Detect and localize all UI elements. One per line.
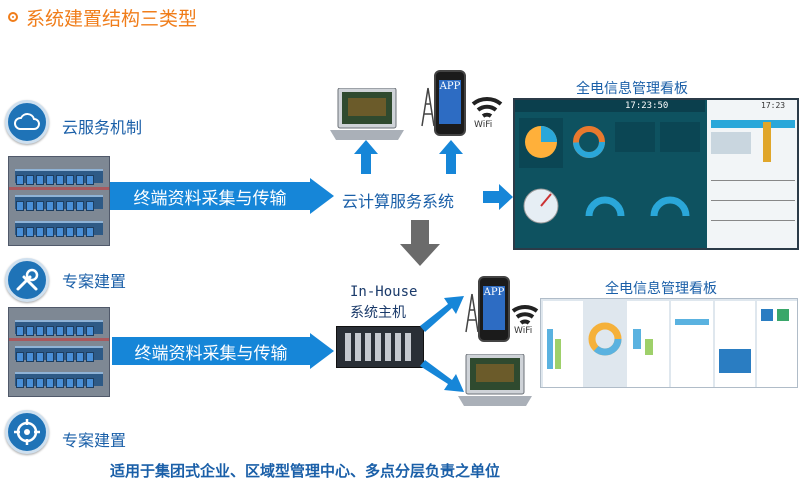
antenna-icon-2 bbox=[465, 293, 479, 333]
tools-icon bbox=[5, 258, 49, 302]
down-arrow bbox=[400, 220, 440, 266]
footer-text: 适用于集团式企业、区域型管理中心、多点分层负责之单位 bbox=[110, 462, 501, 480]
target-icon bbox=[5, 410, 49, 454]
section-title-text: 系统建置结构三类型 bbox=[26, 7, 198, 30]
laptop-icon-2 bbox=[458, 354, 532, 406]
phone-icon-2: APP bbox=[478, 276, 510, 342]
type-label-project-1: 专案建置 bbox=[62, 272, 127, 291]
type-label-project-2: 专案建置 bbox=[62, 431, 127, 450]
up-arrow-laptop bbox=[354, 140, 378, 174]
collect-label-1: 终端资料采集与传输 bbox=[133, 188, 287, 209]
electrical-panel-photo-2 bbox=[8, 307, 110, 397]
host-label-zh: 系统主机 bbox=[350, 305, 406, 321]
arrow-host-to-phone bbox=[420, 296, 464, 332]
wifi-label: WiFi bbox=[474, 120, 493, 130]
collect-arrow-1 bbox=[110, 178, 334, 214]
app-screen-2: APP bbox=[483, 286, 505, 330]
phone-icon: APP bbox=[434, 70, 466, 136]
arrow-host-to-laptop bbox=[420, 360, 464, 392]
bullet-icon bbox=[8, 12, 18, 22]
dashboard-clock-2: 17:23 bbox=[761, 101, 786, 110]
dashboard-title-1: 全电信息管理看板 bbox=[576, 81, 688, 97]
dashboard-title-2: 全电信息管理看板 bbox=[605, 281, 717, 297]
app-screen: APP bbox=[439, 80, 461, 124]
type-label-cloud: 云服务机制 bbox=[62, 118, 143, 137]
dashboard-screenshot-1: 17:23:50 17:23 bbox=[513, 98, 799, 250]
dashboard-screenshot-2 bbox=[540, 298, 798, 388]
wifi-icon bbox=[471, 96, 503, 118]
collect-arrow-2 bbox=[112, 333, 334, 369]
laptop-icon bbox=[330, 88, 404, 140]
cloud-service-label: 云计算服务系统 bbox=[342, 192, 455, 211]
app-label: APP bbox=[439, 81, 461, 92]
section-title: 系统建置结构三类型 bbox=[4, 3, 197, 31]
host-server-image bbox=[336, 326, 424, 368]
up-arrow-phone bbox=[439, 140, 463, 174]
app-label-2: APP bbox=[483, 287, 505, 298]
wifi-icon-2 bbox=[511, 305, 539, 325]
wifi-label-2: WiFi bbox=[514, 326, 533, 336]
arrow-to-dashboard-1 bbox=[483, 184, 513, 210]
antenna-icon bbox=[421, 87, 435, 127]
dashboard-clock: 17:23:50 bbox=[625, 101, 669, 111]
electrical-panel-photo bbox=[8, 156, 110, 246]
collect-label-2: 终端资料采集与传输 bbox=[134, 343, 288, 364]
host-label-en: In-House bbox=[350, 284, 418, 300]
cloud-icon bbox=[5, 100, 49, 144]
